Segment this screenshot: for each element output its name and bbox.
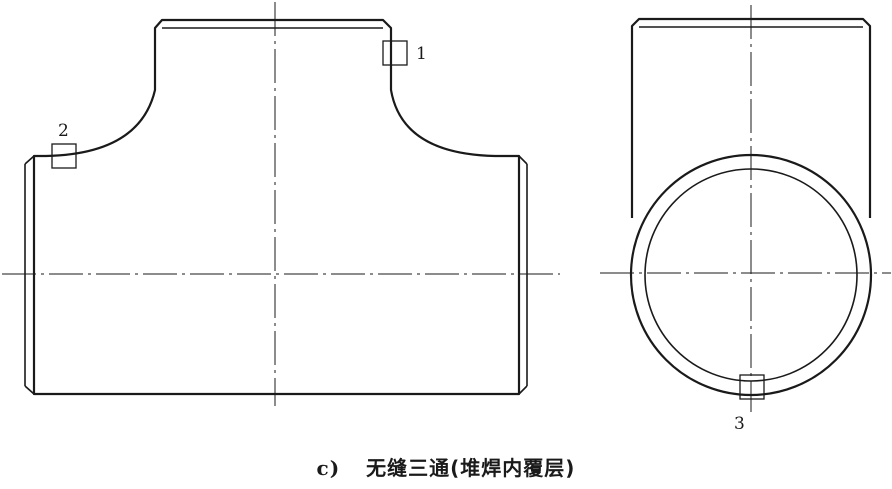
marker-label-1: 1 [416,44,427,64]
caption-text: 无缝三通(堆焊内覆层) [366,456,576,480]
figure-caption: c) 无缝三通(堆焊内覆层) [0,452,892,481]
marker-label-2: 2 [58,121,69,141]
front-right-end-cap-bottom [518,385,528,395]
caption-label: c) [316,456,341,480]
weld-marker-box-1 [382,40,408,66]
side-view: 3 [600,5,891,434]
front-left-end-cap-top [24,155,35,165]
front-right-end-cap-top [518,155,528,165]
weld-marker-box-2 [51,143,77,169]
marker-label-3: 3 [734,414,745,434]
front-view-outline [32,18,521,396]
front-view: 1 2 [2,2,560,406]
front-left-end-cap-bottom [24,385,35,395]
weld-marker-box-3 [739,374,765,400]
